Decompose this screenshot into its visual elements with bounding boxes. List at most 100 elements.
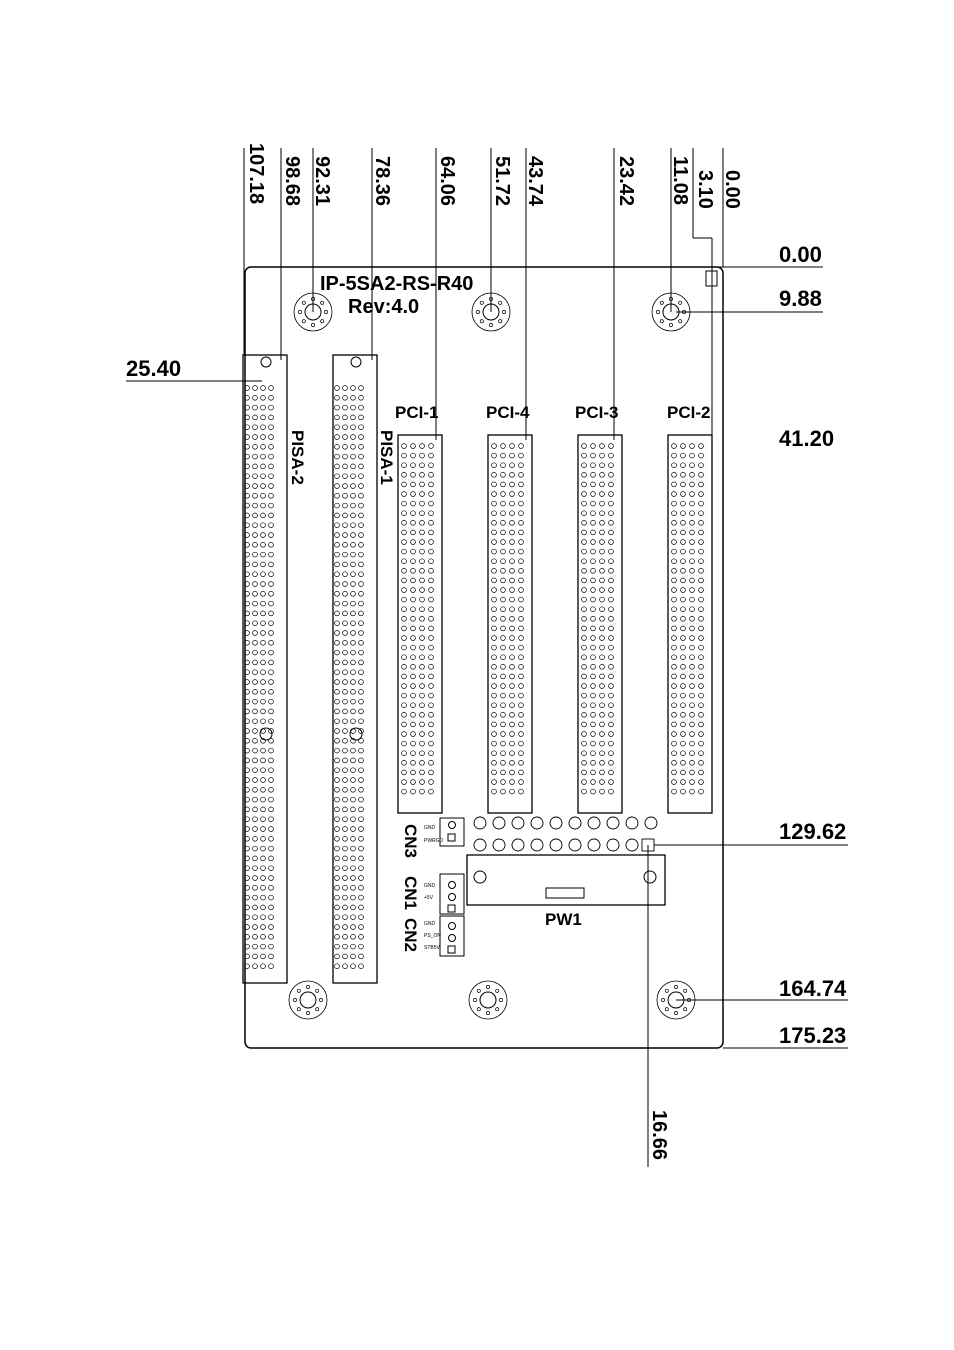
pin	[429, 559, 434, 564]
pin	[501, 703, 506, 708]
pin	[261, 856, 266, 861]
pin	[420, 751, 425, 756]
pin	[269, 758, 274, 763]
pin	[351, 885, 356, 890]
pin	[351, 964, 356, 969]
pin	[681, 703, 686, 708]
pin	[501, 789, 506, 794]
slot-label-pci-3: PCI-3	[575, 403, 618, 422]
pin	[429, 751, 434, 756]
pin	[335, 748, 340, 753]
pin	[672, 453, 677, 458]
pin	[492, 780, 497, 785]
pin	[351, 503, 356, 508]
pin	[591, 607, 596, 612]
pin	[591, 578, 596, 583]
pin	[269, 689, 274, 694]
pin	[335, 954, 340, 959]
pin	[359, 856, 364, 861]
pin	[690, 540, 695, 545]
pin	[672, 501, 677, 506]
pin	[582, 492, 587, 497]
pin	[609, 751, 614, 756]
pin	[420, 549, 425, 554]
slot-pisa-1	[333, 355, 377, 983]
pin	[402, 655, 407, 660]
pin	[607, 839, 619, 851]
pin	[681, 607, 686, 612]
connector-pw1	[467, 855, 665, 905]
pin	[351, 895, 356, 900]
pin	[690, 770, 695, 775]
pin	[582, 559, 587, 564]
pin	[261, 405, 266, 410]
pin	[351, 758, 356, 763]
pin	[343, 856, 348, 861]
pin	[269, 699, 274, 704]
pin	[402, 463, 407, 468]
pin	[402, 453, 407, 458]
pin	[591, 472, 596, 477]
pin	[343, 591, 348, 596]
pin	[681, 789, 686, 794]
pin	[591, 597, 596, 602]
pin	[402, 626, 407, 631]
pin	[411, 722, 416, 727]
pin	[343, 817, 348, 822]
pin	[261, 386, 266, 391]
pin	[690, 674, 695, 679]
pin	[492, 520, 497, 525]
pin	[351, 582, 356, 587]
pin	[269, 670, 274, 675]
pin	[261, 915, 266, 920]
pin	[510, 578, 515, 583]
connector-label-cn1: CN1	[401, 876, 420, 910]
pin	[510, 492, 515, 497]
connector-pin-row	[474, 817, 657, 851]
pin	[582, 607, 587, 612]
pin	[600, 530, 605, 535]
pin	[343, 954, 348, 959]
pin	[351, 660, 356, 665]
pin	[351, 827, 356, 832]
pin	[261, 768, 266, 773]
pin	[681, 616, 686, 621]
pin	[600, 616, 605, 621]
pin	[253, 768, 258, 773]
pin	[343, 719, 348, 724]
pin	[411, 463, 416, 468]
pin	[420, 655, 425, 660]
pin	[351, 454, 356, 459]
pin	[492, 636, 497, 641]
pin	[343, 621, 348, 626]
pin	[269, 748, 274, 753]
pin	[690, 520, 695, 525]
pin	[335, 474, 340, 479]
pin	[269, 425, 274, 430]
pin	[699, 712, 704, 717]
pin	[690, 588, 695, 593]
pin	[253, 425, 258, 430]
pin	[600, 760, 605, 765]
pin	[600, 463, 605, 468]
pin	[351, 395, 356, 400]
pin	[591, 626, 596, 631]
pin	[582, 780, 587, 785]
pin	[510, 636, 515, 641]
pin	[335, 513, 340, 518]
pin	[591, 501, 596, 506]
pin	[510, 703, 515, 708]
pin	[699, 492, 704, 497]
pin	[261, 513, 266, 518]
pin	[359, 895, 364, 900]
pin	[519, 501, 524, 506]
pin	[672, 760, 677, 765]
pin	[402, 645, 407, 650]
pin	[343, 611, 348, 616]
pin	[411, 492, 416, 497]
pin	[253, 562, 258, 567]
pin	[699, 530, 704, 535]
pin	[699, 751, 704, 756]
pin	[681, 770, 686, 775]
pin	[429, 741, 434, 746]
